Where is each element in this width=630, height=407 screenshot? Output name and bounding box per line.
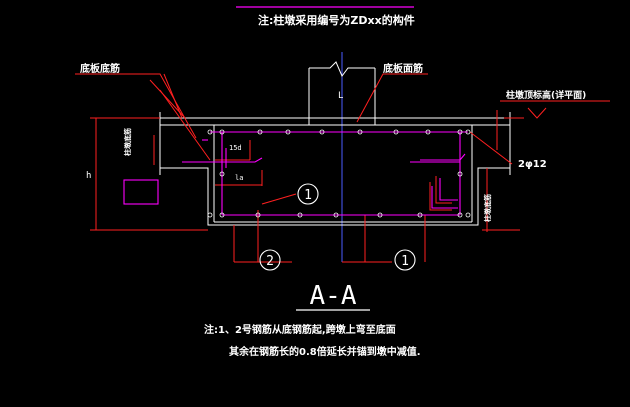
slab-bottom-bar-label: 底板底筋 bbox=[80, 62, 120, 75]
callout-1-bottom-label: 1 bbox=[401, 254, 409, 269]
slab-top-bar-label: 底板面筋 bbox=[383, 62, 423, 75]
h-mark: h bbox=[86, 171, 91, 181]
rebar-dots bbox=[207, 129, 471, 218]
left-small-block bbox=[123, 179, 159, 205]
left-vertical-label: 柱墩底筋 bbox=[123, 128, 132, 156]
la-mark: la bbox=[235, 174, 243, 182]
callout-1-top-label: 1 bbox=[304, 188, 312, 203]
callout-2: 2 bbox=[259, 249, 281, 271]
note-line-1: 注:1、2号钢筋从底钢筋起,跨墩上弯至底面 bbox=[204, 323, 396, 336]
title-note: 注:柱墩采用编号为ZDxx的构件 bbox=[258, 13, 415, 27]
l-mark: L bbox=[338, 91, 343, 101]
las-mark: 15d bbox=[229, 144, 242, 152]
callout-2-label: 2 bbox=[266, 254, 274, 269]
right-vertical-label: 柱墩底筋 bbox=[483, 194, 492, 222]
dimension-lines bbox=[75, 73, 610, 263]
bar-2phi12-label: 2φ12 bbox=[518, 159, 547, 170]
section-title: A-A bbox=[310, 281, 357, 311]
column-stub bbox=[308, 61, 376, 125]
slab-outline bbox=[159, 112, 511, 226]
callout-1-bottom: 1 bbox=[394, 249, 416, 271]
rebar-lines bbox=[182, 131, 468, 216]
note-line-2: 其余在钢筋长的0.8倍延长并锚到墩中减值. bbox=[229, 345, 421, 358]
pier-top-elevation-label: 柱墩顶标高(详平面) bbox=[506, 89, 586, 101]
callout-1-top: 1 bbox=[297, 183, 319, 205]
